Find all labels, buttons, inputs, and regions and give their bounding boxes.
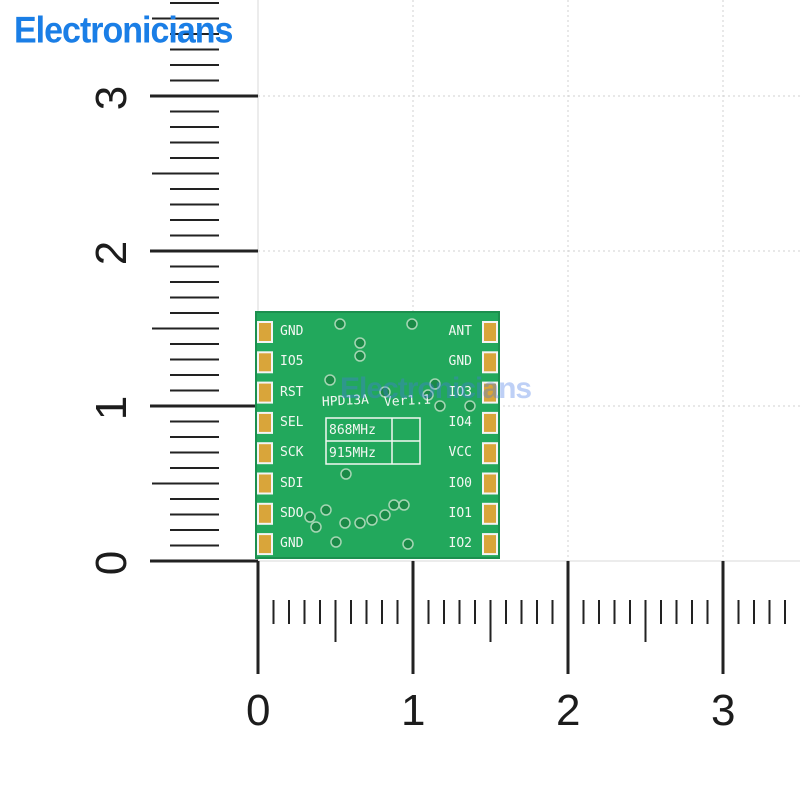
via bbox=[429, 378, 441, 390]
pad-right bbox=[482, 502, 498, 525]
pin-label-left-4: SEL bbox=[280, 415, 304, 430]
pin-label-right-3: IO3 bbox=[448, 385, 472, 400]
via bbox=[304, 511, 316, 523]
pin-label-left-1: GND bbox=[280, 324, 304, 339]
pad-right bbox=[482, 411, 498, 434]
pcb-vias bbox=[304, 318, 476, 550]
rf-module-board bbox=[255, 311, 500, 559]
freq-label-1: 868MHz bbox=[329, 423, 376, 438]
pad-left bbox=[257, 472, 273, 495]
via bbox=[354, 337, 366, 349]
pin-label-right-5: VCC bbox=[448, 445, 472, 460]
pad-left bbox=[257, 411, 273, 434]
horizontal-ruler bbox=[256, 560, 800, 674]
vruler-label-0: 0 bbox=[87, 550, 137, 576]
via bbox=[434, 400, 446, 412]
pad-right bbox=[482, 442, 498, 465]
pcb-body bbox=[255, 311, 500, 559]
pad-left bbox=[257, 381, 273, 404]
vruler-label-2: 2 bbox=[87, 240, 137, 266]
pad-right bbox=[482, 381, 498, 404]
via bbox=[464, 400, 476, 412]
pin-label-right-7: IO1 bbox=[448, 506, 472, 521]
hruler-label-3: 3 bbox=[711, 686, 736, 735]
hruler-label-2: 2 bbox=[556, 686, 581, 735]
hruler-label-0: 0 bbox=[246, 686, 271, 735]
pin-label-left-2: IO5 bbox=[280, 354, 304, 369]
via bbox=[354, 517, 366, 529]
pad-left bbox=[257, 321, 273, 343]
castellated-pads bbox=[257, 321, 498, 556]
pin-label-left-7: SDO bbox=[280, 506, 304, 521]
pin-label-right-8: IO2 bbox=[448, 536, 472, 551]
pad-left bbox=[257, 351, 273, 374]
hruler-label-1: 1 bbox=[401, 686, 426, 735]
via bbox=[422, 389, 434, 401]
brand-watermark: Electronicians bbox=[14, 10, 233, 52]
via bbox=[339, 517, 351, 529]
pad-right bbox=[482, 321, 498, 343]
via bbox=[320, 504, 332, 516]
via bbox=[398, 499, 410, 511]
via bbox=[388, 499, 400, 511]
via bbox=[379, 509, 391, 521]
via bbox=[402, 538, 414, 550]
via bbox=[324, 374, 336, 386]
pad-right bbox=[482, 472, 498, 495]
pad-right bbox=[482, 351, 498, 374]
via bbox=[406, 318, 418, 330]
via bbox=[340, 468, 352, 480]
pin-label-left-8: GND bbox=[280, 536, 304, 551]
via bbox=[379, 386, 391, 398]
pad-left bbox=[257, 502, 273, 525]
pad-left bbox=[257, 442, 273, 465]
via bbox=[310, 521, 322, 533]
center-watermark: Electronicians bbox=[340, 372, 532, 405]
via bbox=[330, 536, 342, 548]
freq-label-2: 915MHz bbox=[329, 446, 376, 461]
pin-label-left-6: SDI bbox=[280, 476, 304, 491]
pin-label-right-1: ANT bbox=[448, 324, 472, 339]
vertical-ruler bbox=[150, 0, 259, 563]
via bbox=[366, 514, 378, 526]
pin-label-right-6: IO0 bbox=[448, 476, 472, 491]
pin-label-right-2: GND bbox=[448, 354, 472, 369]
pin-label-left-5: SCK bbox=[280, 445, 304, 460]
vruler-label-3: 3 bbox=[87, 85, 137, 111]
via bbox=[334, 318, 346, 330]
pad-left bbox=[257, 533, 273, 556]
pad-right bbox=[482, 533, 498, 556]
via bbox=[354, 350, 366, 362]
pin-label-right-4: IO4 bbox=[448, 415, 472, 430]
pin-label-left-3: RST bbox=[280, 385, 304, 400]
vruler-label-1: 1 bbox=[87, 395, 137, 421]
